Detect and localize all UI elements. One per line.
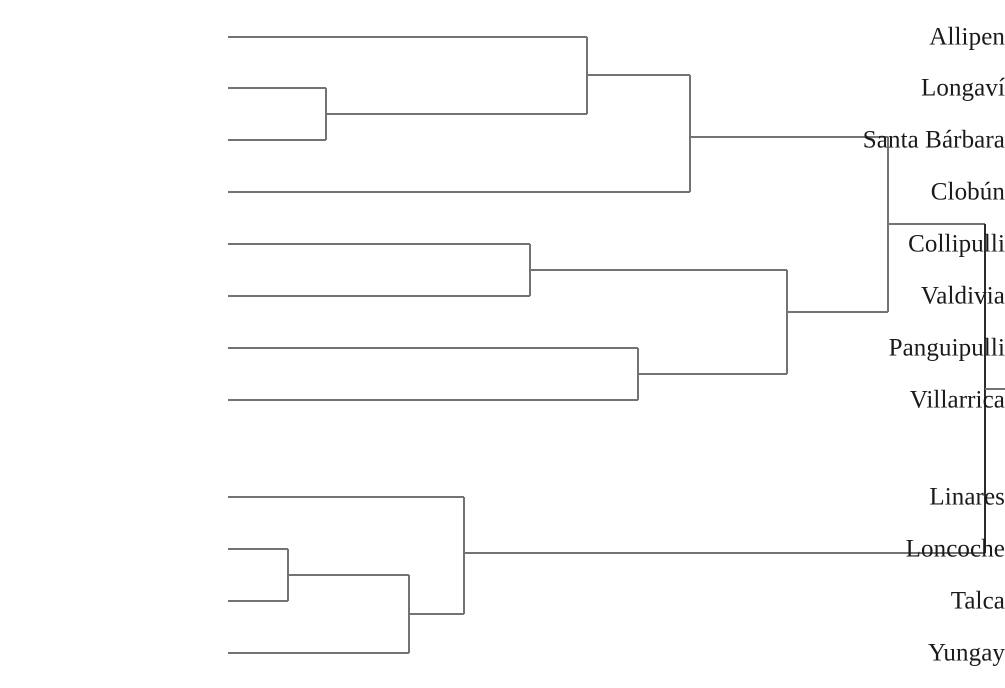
merge-line-group	[287, 37, 1005, 653]
leaf-line-group	[228, 36, 690, 654]
